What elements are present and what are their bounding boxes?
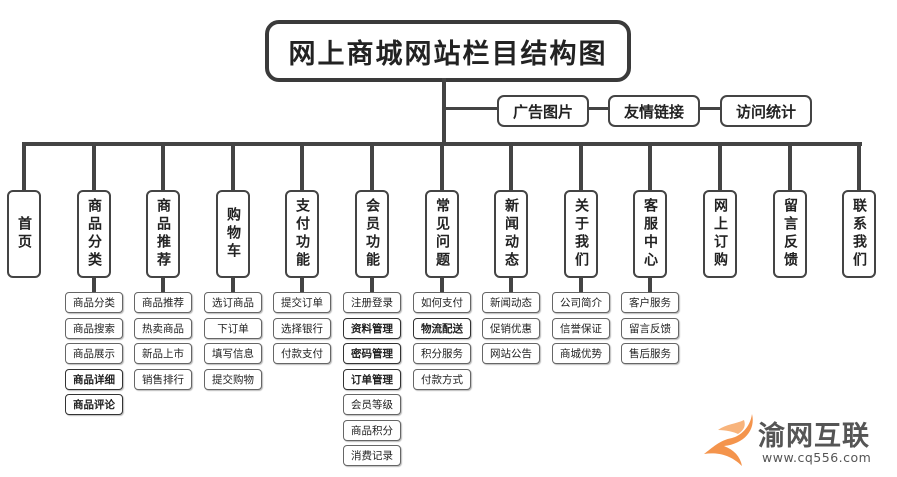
column-box: 首页 (7, 190, 41, 278)
sub-item: 商品积分 (343, 419, 401, 441)
sub-item: 商品展示 (65, 343, 123, 364)
connector-sub (509, 276, 513, 293)
connector-column (22, 144, 26, 191)
column-box: 客服中心 (633, 190, 667, 278)
connector-sub (579, 276, 583, 293)
column-box: 商品推荐 (146, 190, 180, 278)
connector-title-down (442, 78, 446, 145)
sub-item: 销售排行 (134, 368, 192, 390)
column-label: 新闻动态 (503, 198, 519, 270)
connector-sub (231, 276, 235, 293)
diagram-title: 网上商城网站栏目结构图 (265, 20, 631, 82)
connector-column (579, 144, 583, 191)
column-label: 留言反馈 (782, 198, 798, 270)
column-box: 支付功能 (285, 190, 319, 278)
sub-item: 商城优势 (552, 343, 610, 364)
sub-item: 热卖商品 (134, 317, 192, 339)
connector-column (788, 144, 792, 191)
connector-column (857, 144, 861, 191)
connector-sub (92, 276, 96, 293)
column-label: 网上订购 (712, 198, 728, 270)
logo-url: www.cq556.com (762, 450, 872, 465)
sub-item: 物流配送 (413, 317, 471, 339)
column-label: 常见问题 (434, 198, 450, 270)
logo-swoosh-icon (704, 414, 753, 466)
sub-item: 促销优惠 (482, 317, 540, 339)
sub-item: 商品分类 (65, 292, 123, 313)
sub-item: 会员等级 (343, 394, 401, 415)
sub-item: 信誉保证 (552, 317, 610, 339)
connector-column (509, 144, 513, 191)
column-box: 留言反馈 (773, 190, 807, 278)
sub-item: 商品详细 (65, 368, 123, 390)
sub-item: 新品上市 (134, 343, 192, 364)
sub-item: 售后服务 (621, 343, 679, 364)
sub-item: 选择银行 (273, 317, 331, 339)
column-box: 网上订购 (703, 190, 737, 278)
sub-item: 商品搜索 (65, 317, 123, 339)
column-label: 支付功能 (294, 198, 310, 270)
side-item-stats: 访问统计 (720, 95, 812, 127)
column-label: 商品推荐 (155, 198, 171, 270)
connector-column (648, 144, 652, 191)
sub-item: 付款支付 (273, 343, 331, 364)
sub-item: 注册登录 (343, 292, 401, 313)
sub-item: 如何支付 (413, 292, 471, 313)
column-label: 关于我们 (573, 198, 589, 270)
connector-column (92, 144, 96, 191)
sub-item: 留言反馈 (621, 317, 679, 339)
connector-sub (440, 276, 444, 293)
connector-column (161, 144, 165, 191)
connector-sub (300, 276, 304, 293)
column-label: 购物车 (225, 207, 241, 261)
connector-sub (161, 276, 165, 293)
connector-column (300, 144, 304, 191)
sub-item: 资料管理 (343, 317, 401, 339)
column-box: 会员功能 (355, 190, 389, 278)
sub-item: 下订单 (204, 317, 262, 339)
sub-item: 商品推荐 (134, 292, 192, 313)
connector-column (440, 144, 444, 191)
sub-item: 积分服务 (413, 343, 471, 364)
connector-column (231, 144, 235, 191)
sub-item: 密码管理 (343, 343, 401, 364)
connector-column (370, 144, 374, 191)
sub-item: 公司简介 (552, 292, 610, 313)
connector-sub (370, 276, 374, 293)
logo-name: 渝网互联 (758, 421, 870, 452)
sub-item: 提交订单 (273, 292, 331, 313)
sub-item: 商品评论 (65, 394, 123, 415)
side-item-links: 友情链接 (608, 95, 700, 127)
column-label: 客服中心 (642, 198, 658, 270)
sub-item: 订单管理 (343, 368, 401, 390)
column-label: 商品分类 (86, 198, 102, 270)
sub-item: 填写信息 (204, 343, 262, 364)
column-box: 常见问题 (425, 190, 459, 278)
connector-sub (648, 276, 652, 293)
column-box: 联系我们 (842, 190, 876, 278)
column-box: 新闻动态 (494, 190, 528, 278)
column-box: 关于我们 (564, 190, 598, 278)
logo: 渝网互联 www.cq556.com (700, 410, 890, 470)
connector-column (718, 144, 722, 191)
sub-item: 提交购物 (204, 368, 262, 390)
side-item-ads: 广告图片 (497, 95, 589, 127)
column-label: 联系我们 (851, 198, 867, 270)
column-box: 商品分类 (77, 190, 111, 278)
sub-item: 客户服务 (621, 292, 679, 313)
sub-item: 消费记录 (343, 445, 401, 466)
column-label: 会员功能 (364, 198, 380, 270)
sub-item: 网站公告 (482, 343, 540, 364)
column-box: 购物车 (216, 190, 250, 278)
sub-item: 新闻动态 (482, 292, 540, 313)
sub-item: 付款方式 (413, 368, 471, 390)
sub-item: 选订商品 (204, 292, 262, 313)
column-label: 首页 (16, 216, 32, 252)
